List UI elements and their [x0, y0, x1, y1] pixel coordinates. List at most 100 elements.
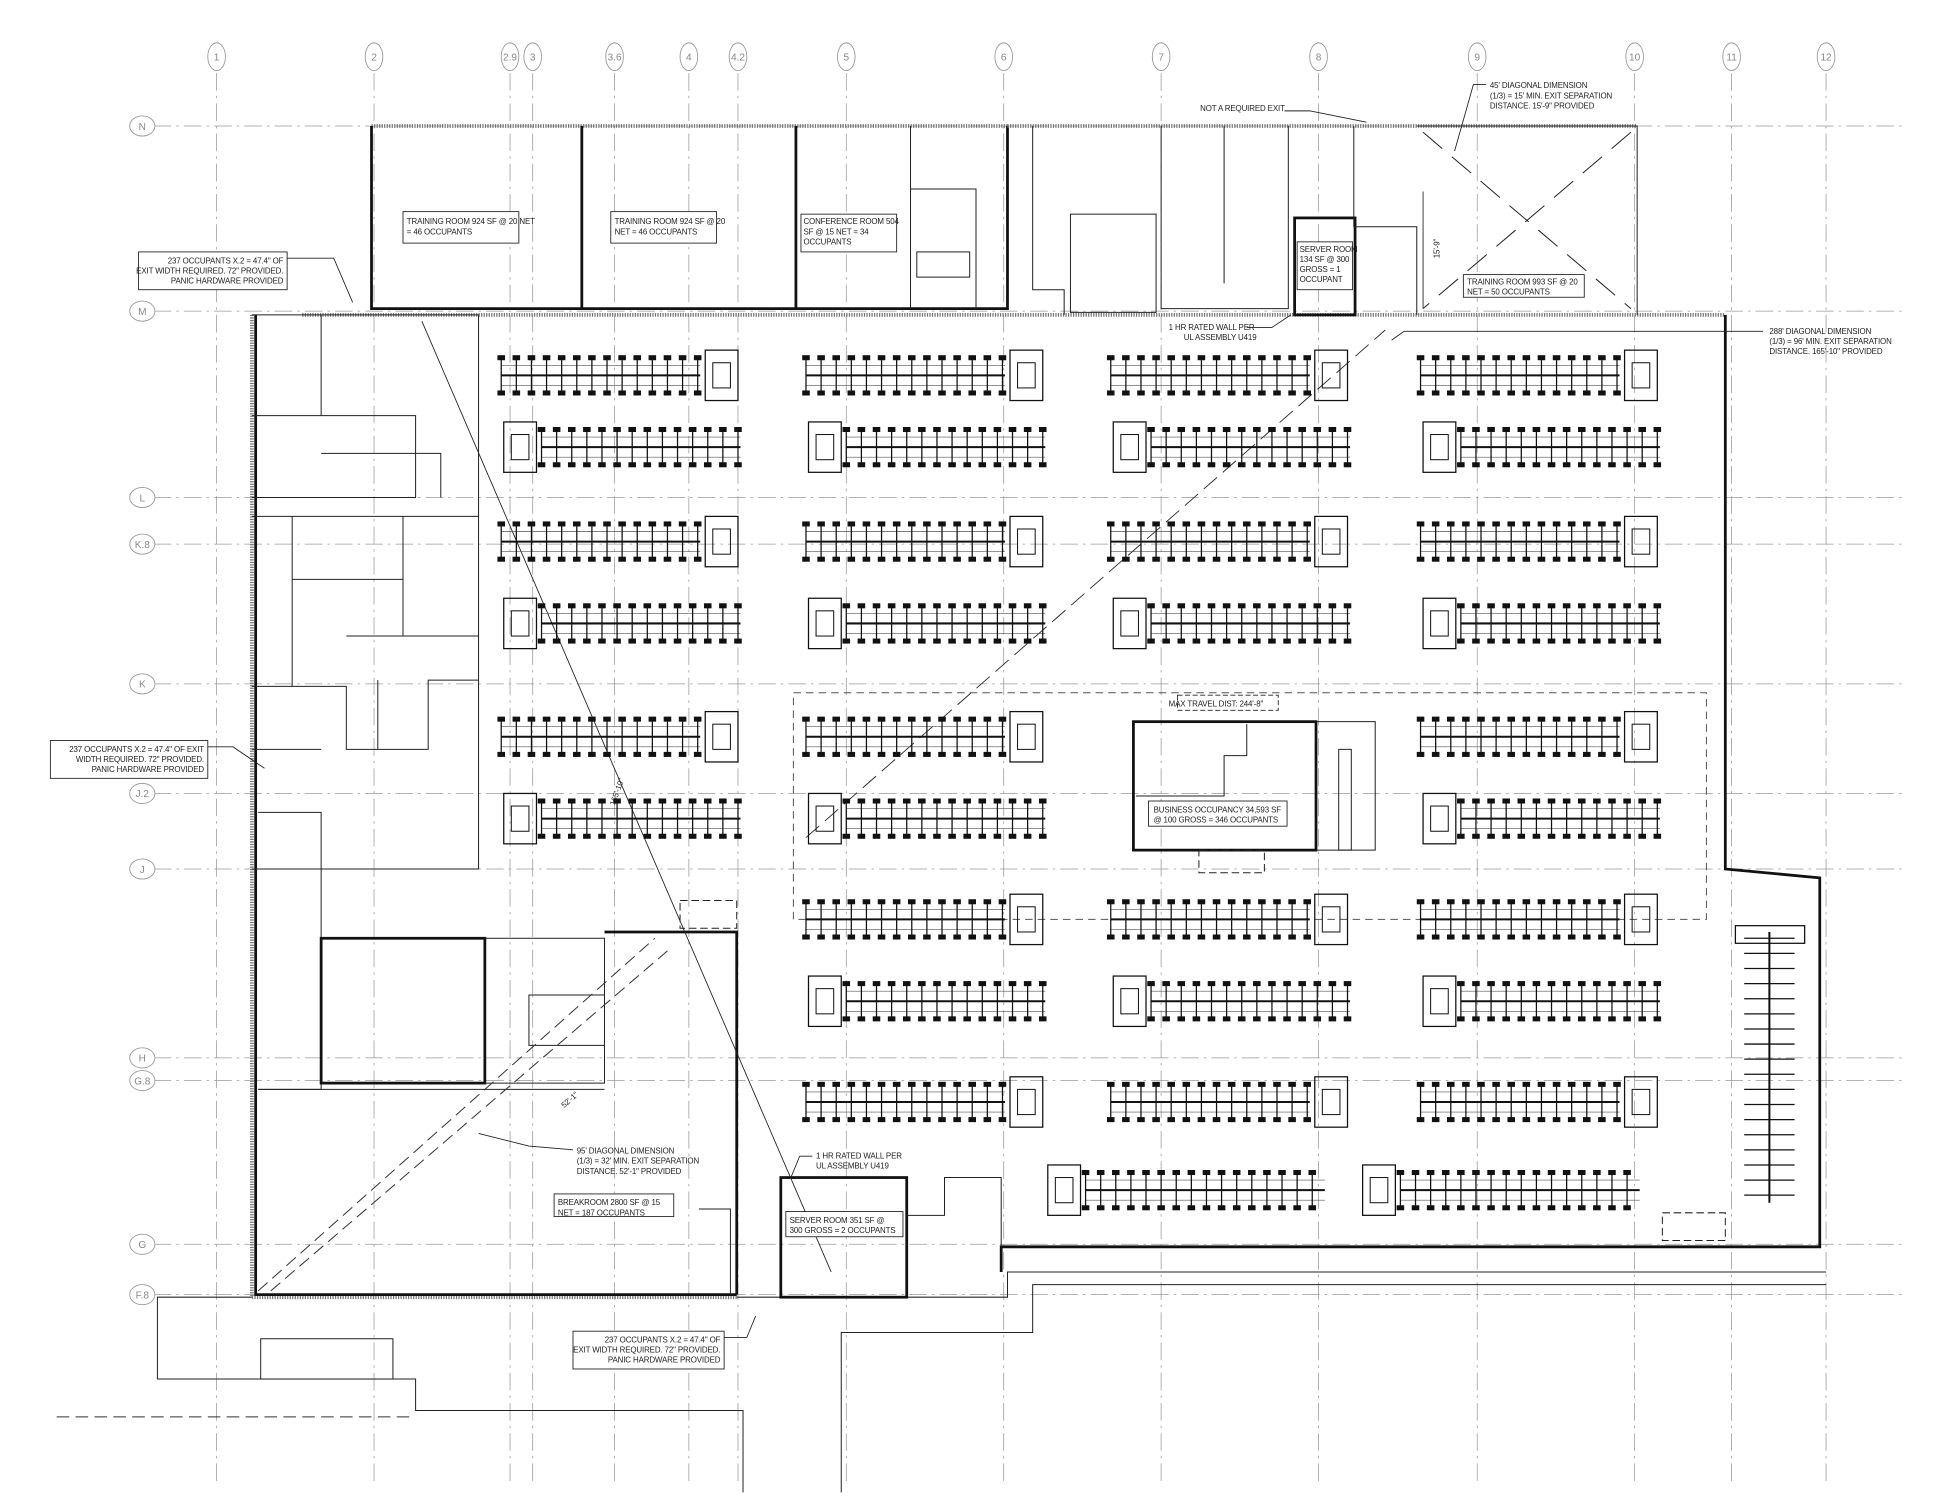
dimension-52-1: 52'-1": [560, 1090, 581, 1110]
room-label-training-1: TRAINING ROOM 924 SF @ 20 NET= 46 OCCUPA…: [402, 211, 535, 244]
svg-text:288' DIAGONAL DIMENSION(1/3) =: 288' DIAGONAL DIMENSION(1/3) = 96' MIN. …: [1769, 327, 1892, 356]
workstation-cluster: [1112, 597, 1352, 650]
grid-label-column: 7: [1158, 53, 1164, 64]
svg-text:BUSINESS OCCUPANCY 34,593 SF@: BUSINESS OCCUPANCY 34,593 SF@ 100 GROSS …: [1154, 805, 1282, 824]
workstation-cluster: [807, 792, 1047, 845]
grid-label-column: 9: [1474, 53, 1480, 64]
workstation-cluster: [802, 1076, 1044, 1128]
grid-label-column: 1: [214, 53, 220, 64]
workstation-cluster: [1422, 421, 1662, 473]
grid-label-row: G.8: [134, 1076, 151, 1087]
workstation-cluster: [802, 893, 1044, 946]
grid-bubble: [728, 42, 748, 72]
workstation-cluster: [1106, 349, 1349, 402]
workstation-cluster: [807, 975, 1047, 1028]
grid-bubble: [207, 42, 226, 72]
workstation-cluster: [503, 597, 742, 650]
workstation-cluster: [1106, 515, 1349, 568]
grid-label-column: 5: [843, 53, 849, 64]
grid-bubble: [1467, 42, 1487, 72]
grid-bubble: [605, 42, 624, 72]
workstation-cluster: [497, 349, 739, 402]
workstation-cluster: [1422, 975, 1662, 1028]
workstation-cluster: [802, 349, 1044, 402]
grid-label-column: 8: [1316, 53, 1322, 64]
workstation-cluster-vertical: [1734, 925, 1806, 1203]
grid-bubble: [837, 42, 856, 72]
workstation-cluster: [503, 792, 742, 845]
grid-bubble: [129, 1047, 156, 1069]
workstation-cluster: [1416, 1076, 1658, 1128]
grid-label-row: H: [139, 1054, 146, 1065]
workstation-cluster: [1106, 893, 1349, 946]
grid-bubble: [364, 42, 384, 72]
svg-text:SERVER ROOM 351 SF @300 GROSS: SERVER ROOM 351 SF @300 GROSS = 2 OCCUPA…: [790, 1216, 896, 1235]
note-diagonal-288: 288' DIAGONAL DIMENSION(1/3) = 96' MIN. …: [1391, 327, 1892, 356]
workstation-cluster: [802, 515, 1044, 568]
grid-bubble: [129, 486, 156, 509]
workstation-cluster: [1112, 975, 1352, 1028]
grid-label-column: 2: [371, 53, 377, 64]
grid-lines: [153, 73, 1902, 1487]
note-diagonal-95: 95' DIAGONAL DIMENSION(1/3) = 32' MIN. E…: [478, 1133, 700, 1176]
grid-label-column: 6: [1001, 53, 1007, 64]
workstation-cluster: [1416, 349, 1658, 402]
workstation-cluster: [1361, 1164, 1640, 1216]
workstation-clusters: [497, 349, 1806, 1216]
note-max-travel: MAX TRAVEL DIST: 244'-8": [1169, 694, 1279, 711]
workstation-cluster: [503, 421, 742, 473]
workstation-cluster: [1047, 1164, 1325, 1216]
workstation-cluster: [807, 597, 1047, 650]
room-label-business: BUSINESS OCCUPANCY 34,593 SF@ 100 GROSS …: [1148, 800, 1288, 827]
grid-label-row: J: [140, 865, 145, 876]
dimension-15-9: 15'-9": [1432, 238, 1441, 258]
room-label-server-2: SERVER ROOM 351 SF @300 GROSS = 2 OCCUPA…: [785, 1211, 904, 1238]
workstation-cluster: [497, 710, 739, 763]
grid-label-row: J.2: [136, 789, 150, 800]
grid-label-row: F.8: [136, 1290, 150, 1301]
grid-label-column: 11: [1726, 53, 1737, 64]
workstation-cluster: [1422, 792, 1662, 845]
grid-label-column: 3: [530, 53, 536, 64]
grid-label-column: 2.9: [503, 53, 517, 64]
grid-bubble: [129, 858, 156, 880]
grid-label-column: 12: [1820, 53, 1832, 64]
grid-bubble: [1625, 42, 1644, 72]
grid-bubble: [129, 1233, 156, 1255]
grid-bubble: [1722, 42, 1741, 72]
workstation-cluster: [1422, 597, 1662, 650]
svg-text:TRAINING ROOM 924 SF @ 20 NET=: TRAINING ROOM 924 SF @ 20 NET= 46 OCCUPA…: [407, 217, 535, 236]
grid-bubble: [129, 115, 156, 137]
workstation-cluster: [807, 421, 1047, 473]
svg-text:45' DIAGONAL DIMENSION(1/3) =: 45' DIAGONAL DIMENSION(1/3) = 15' MIN. E…: [1490, 81, 1613, 110]
grid-bubble: [523, 42, 542, 72]
grid-label-column: 4: [686, 53, 692, 64]
grid-label-column: 10: [1629, 53, 1641, 64]
grid-label-row: L: [140, 493, 146, 504]
grid-label-row: G: [138, 1240, 146, 1251]
grid-bubble: [994, 42, 1013, 72]
workstation-cluster: [1106, 1076, 1349, 1128]
workstation-cluster: [1416, 710, 1658, 763]
grid-bubble: [129, 533, 156, 555]
grid-bubble: [500, 42, 520, 72]
workstation-cluster: [1112, 421, 1352, 473]
grid-bubble: [129, 1070, 156, 1092]
svg-text:95' DIAGONAL DIMENSION(1/3) =: 95' DIAGONAL DIMENSION(1/3) = 32' MIN. E…: [577, 1147, 700, 1176]
